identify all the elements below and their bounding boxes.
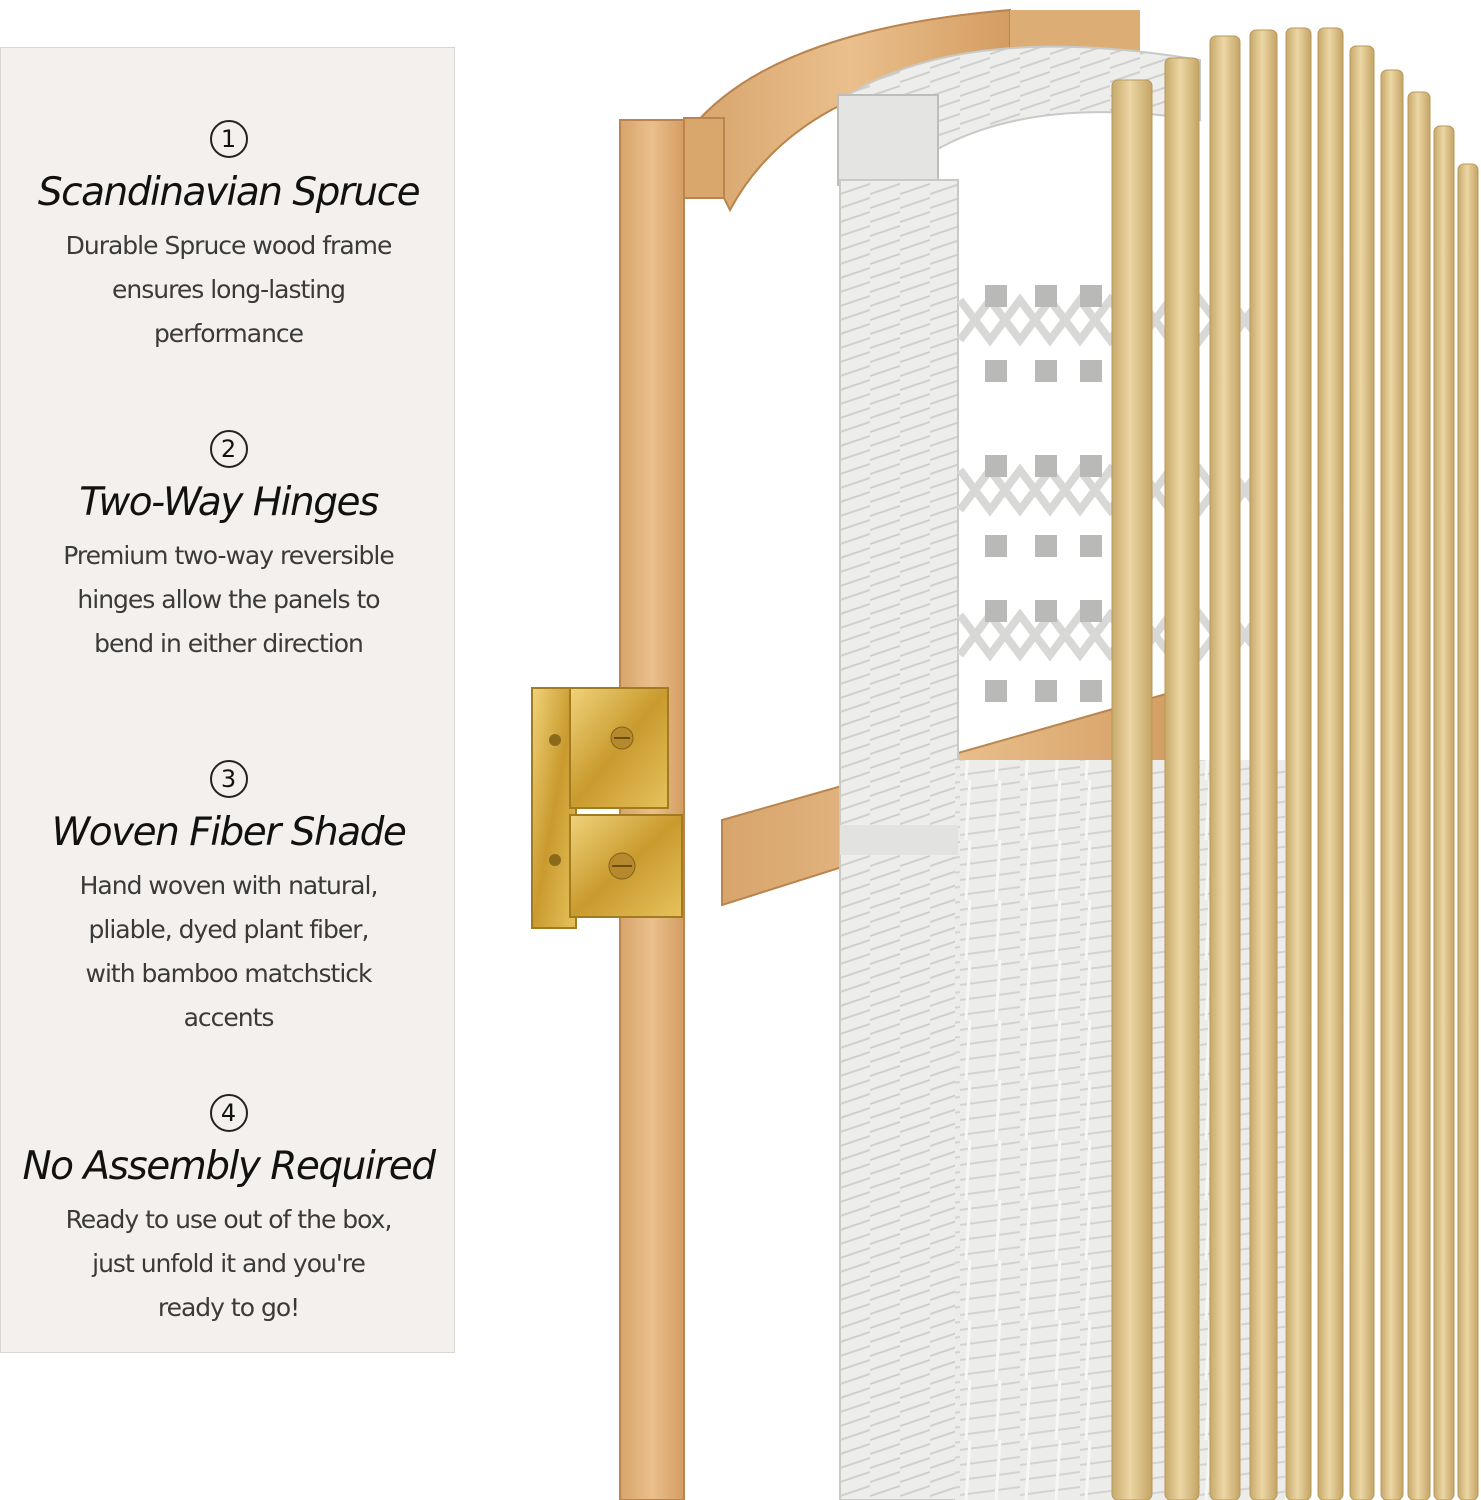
feature-2: 2 Two-Way Hinges Premium two-way reversi…	[1, 430, 456, 666]
feature-1-title: Scandinavian Spruce	[37, 170, 421, 215]
feature-1-desc: Durable Spruce wood frame ensures long-l…	[65, 231, 393, 348]
feature-3: 3 Woven Fiber Shade Hand woven with natu…	[1, 760, 456, 1040]
feature-2-number: 2	[209, 430, 248, 468]
feature-1-number: 1	[209, 120, 248, 158]
brass-hinge	[531, 687, 683, 929]
feature-4: 4 No Assembly Required Ready to use out …	[1, 1094, 456, 1330]
room-divider-illustration	[531, 8, 1479, 1500]
feature-2-desc: Premium two-way reversible hinges allow …	[63, 541, 394, 658]
feature-4-number: 4	[209, 1094, 248, 1132]
feature-1: 1 Scandinavian Spruce Durable Spruce woo…	[1, 120, 456, 356]
feature-4-title: No Assembly Required	[22, 1144, 437, 1189]
bamboo-matchsticks	[1111, 27, 1479, 1500]
feature-3-title: Woven Fiber Shade	[51, 810, 407, 855]
feature-3-number: 3	[209, 760, 248, 798]
lattice-pegs	[985, 285, 1152, 702]
features-panel: 1 Scandinavian Spruce Durable Spruce woo…	[0, 47, 455, 1353]
feature-2-title: Two-Way Hinges	[79, 480, 379, 525]
feature-3-desc: Hand woven with natural, pliable, dyed p…	[79, 871, 379, 1032]
feature-4-desc: Ready to use out of the box, just unfold…	[65, 1205, 393, 1322]
